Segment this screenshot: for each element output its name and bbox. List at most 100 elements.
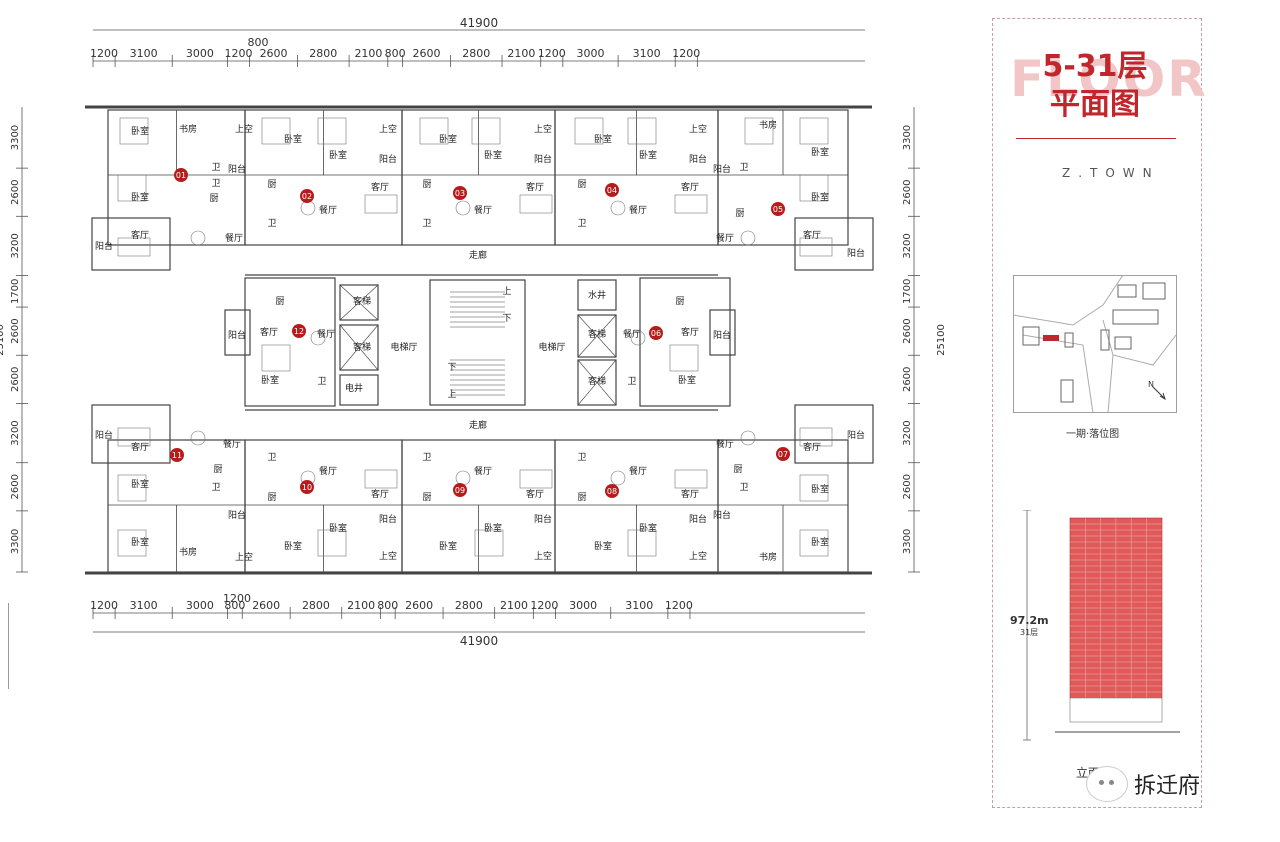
dim-bottom-label: 1200 xyxy=(90,599,118,612)
room-label-kitchen: 厨 xyxy=(267,492,276,503)
bed xyxy=(574,117,604,145)
room-label-up: 上 xyxy=(502,286,511,297)
room-label-bedroom: 卧室 xyxy=(131,478,149,490)
room-label-dining: 餐厅 xyxy=(716,232,734,244)
title-background-text: FLOOR xyxy=(1010,50,1208,108)
room-label-corridor: 走廊 xyxy=(469,419,487,431)
room-label-bedroom: 卧室 xyxy=(329,149,347,161)
stairwell xyxy=(429,279,526,406)
room-label-balcony: 阳台 xyxy=(379,153,397,165)
dim-total-bottom: 41900 xyxy=(460,634,498,648)
room-label-void: 上空 xyxy=(689,123,707,135)
balcony-outline xyxy=(794,217,874,271)
room-label-dining: 餐厅 xyxy=(474,465,492,477)
unit-marker xyxy=(605,183,619,197)
room-label-void: 上空 xyxy=(235,551,253,563)
room-label-living: 客厅 xyxy=(803,229,821,241)
dim-left-label: 3200 xyxy=(10,420,21,445)
dining-table xyxy=(630,330,646,346)
unit-outline xyxy=(244,277,336,407)
dining-table xyxy=(740,230,756,246)
brand-logo: Z.TOWN xyxy=(1062,166,1160,180)
dim-right-label: 2600 xyxy=(902,179,913,204)
balcony-outline xyxy=(709,309,736,356)
dim-right-label: 3300 xyxy=(902,529,913,554)
dim-left-label: 3300 xyxy=(10,529,21,554)
unit-marker xyxy=(174,168,188,182)
unit-number: 05 xyxy=(773,205,783,214)
dining-table xyxy=(740,430,756,446)
balcony-outline xyxy=(224,309,251,356)
room-label-dining: 餐厅 xyxy=(223,438,241,450)
bed xyxy=(119,117,149,145)
room-label-balcony: 阳台 xyxy=(534,153,552,165)
room-label-study: 书房 xyxy=(179,123,197,135)
balcony-outline xyxy=(91,217,171,271)
room-label-kitchen: 厨 xyxy=(577,179,586,190)
unit-number: 07 xyxy=(778,450,788,459)
unit-outline xyxy=(639,277,731,407)
unit-marker xyxy=(771,202,785,216)
dining-table xyxy=(455,200,471,216)
room-label-living: 客厅 xyxy=(526,181,544,193)
watermark: 拆迁府 xyxy=(1086,766,1200,802)
dim-right-label: 3300 xyxy=(902,125,913,150)
bed xyxy=(799,174,829,202)
room-label-bathroom: 卫 xyxy=(211,179,220,189)
dim-top-label: 2800 xyxy=(309,47,337,60)
elevator-shaft xyxy=(339,324,379,371)
dim-bottom-label: 1200 xyxy=(530,599,558,612)
dim-top-label: 2600 xyxy=(412,47,440,60)
room-label-elevator: 客梯 xyxy=(588,375,606,387)
room-label-void: 上空 xyxy=(534,550,552,562)
dim-bottom-label: 3000 xyxy=(569,599,597,612)
bed xyxy=(799,529,829,557)
room-label-void: 上空 xyxy=(379,550,397,562)
room-label-bathroom: 卫 xyxy=(627,377,636,387)
sofa xyxy=(519,469,553,489)
dim-left-label: 3200 xyxy=(10,233,21,258)
sidebar-panel xyxy=(992,18,1202,808)
dim-bottom-label: 2100 xyxy=(500,599,528,612)
room-label-kitchen: 厨 xyxy=(275,296,284,307)
bed xyxy=(474,529,504,557)
room-label-living: 客厅 xyxy=(371,181,389,193)
room-label-bedroom: 卧室 xyxy=(131,125,149,137)
dim-right-label: 2600 xyxy=(902,474,913,499)
room-label-dining: 餐厅 xyxy=(319,465,337,477)
bed xyxy=(799,474,829,502)
dim-bottom-label: 2800 xyxy=(302,599,330,612)
sofa xyxy=(117,237,151,257)
elevator-cross xyxy=(339,284,379,321)
dim-bottom-label: 2800 xyxy=(455,599,483,612)
unit-number: 06 xyxy=(651,329,661,338)
dining-table xyxy=(190,430,206,446)
dim-top-label: 2800 xyxy=(462,47,490,60)
room-label-living: 客厅 xyxy=(526,488,544,500)
room-label-bathroom: 卫 xyxy=(317,377,326,387)
room-label-balcony: 阳台 xyxy=(847,247,865,259)
unit-marker xyxy=(300,189,314,203)
room-label-balcony: 阳台 xyxy=(713,163,731,175)
room-label-bedroom: 卧室 xyxy=(284,540,302,552)
site-highlight xyxy=(1043,335,1059,341)
floor-count: 31层 xyxy=(1020,628,1039,637)
dim-bottom-label: 2600 xyxy=(405,599,433,612)
dim-bottom-label: 2100 xyxy=(347,599,375,612)
room-label-bedroom: 卧室 xyxy=(131,191,149,203)
building-height: 97.2m xyxy=(1010,614,1049,627)
room-label-living: 客厅 xyxy=(260,326,278,338)
room-label-bedroom: 卧室 xyxy=(484,149,502,161)
dim-bottom-label: 800 xyxy=(224,599,245,612)
dim-top-label: 1200 xyxy=(672,47,700,60)
bed xyxy=(744,117,774,145)
room-label-dining: 餐厅 xyxy=(629,204,647,216)
room-label-bedroom: 卧室 xyxy=(329,522,347,534)
room-label-kitchen: 厨 xyxy=(577,492,586,503)
room-label-balcony: 阳台 xyxy=(689,513,707,525)
bed xyxy=(419,117,449,145)
room-label-balcony: 阳台 xyxy=(95,240,113,252)
room-label-dining: 餐厅 xyxy=(623,328,641,340)
room-label-void: 上空 xyxy=(379,123,397,135)
